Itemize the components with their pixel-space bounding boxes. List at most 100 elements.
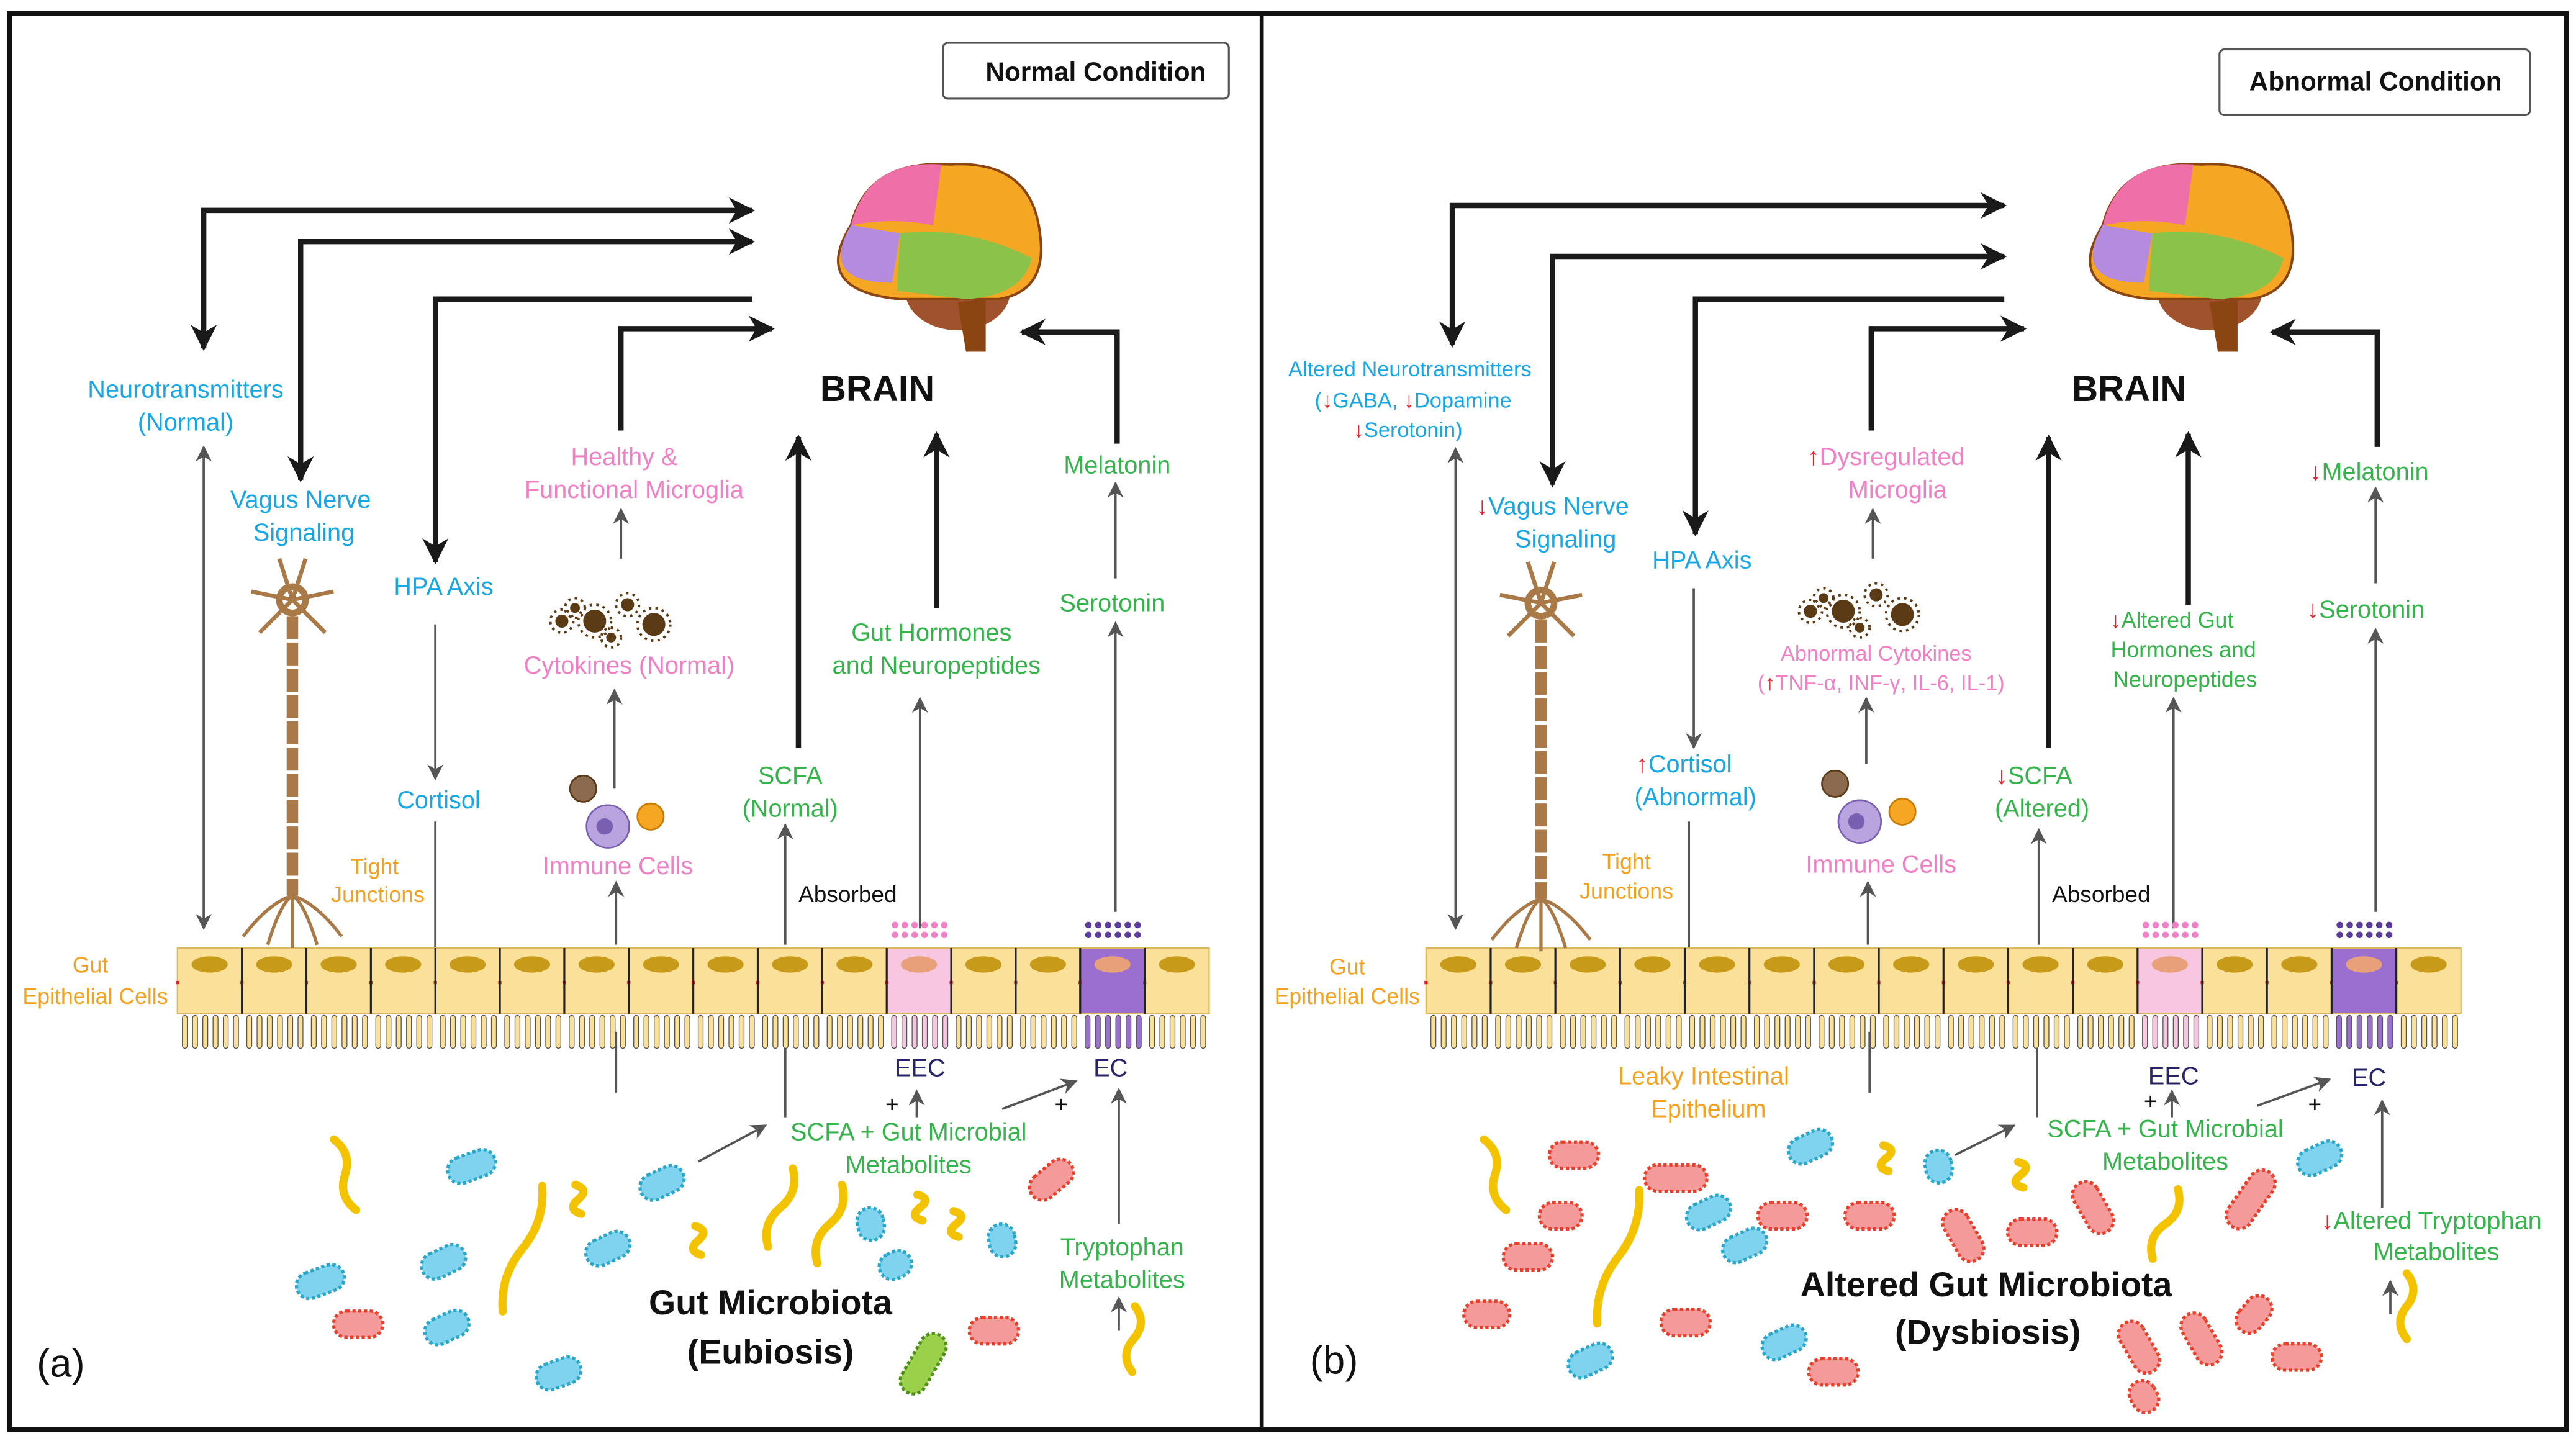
cytokines-label: Cytokines (Normal) bbox=[524, 652, 735, 679]
red-down-arrow-icon: ↓ bbox=[2307, 596, 2319, 623]
secretory-granule bbox=[2356, 931, 2363, 939]
cell-nucleus bbox=[2151, 956, 2189, 973]
cell-nucleus bbox=[1094, 956, 1131, 973]
vagus-neuron-icon bbox=[1490, 561, 1592, 952]
pathway-arrows bbox=[1439, 192, 2398, 1315]
microvillus bbox=[2356, 1014, 2363, 1049]
microvillus bbox=[1828, 1014, 1835, 1049]
secretory-granule bbox=[2192, 931, 2199, 939]
bacterium bbox=[332, 1309, 385, 1339]
microvillus bbox=[803, 1014, 809, 1049]
cell-nucleus bbox=[2022, 956, 2059, 973]
brain-icon bbox=[837, 163, 1042, 352]
microvillus bbox=[1624, 1014, 1630, 1049]
secretory-granule bbox=[2336, 931, 2343, 939]
secretory-granule bbox=[2385, 921, 2393, 929]
microvillus bbox=[921, 1014, 928, 1049]
microvillus bbox=[2227, 1014, 2233, 1049]
bacterium-spirillum bbox=[1876, 1141, 1896, 1176]
bacterium bbox=[2296, 1139, 2344, 1178]
microvillus bbox=[1720, 1014, 1726, 1049]
microvillus bbox=[1893, 1014, 1900, 1049]
cytokine bbox=[1804, 604, 1817, 618]
red-down-arrow-icon: ↓ bbox=[1476, 492, 1488, 520]
stimulation-sign: + bbox=[2308, 1091, 2321, 1118]
bacterium bbox=[1756, 1201, 1809, 1231]
microvillus bbox=[1591, 1014, 1597, 1049]
secretory-granule bbox=[1105, 931, 1112, 939]
microvillus bbox=[1883, 1014, 1889, 1049]
microvillus bbox=[697, 1014, 704, 1049]
cytokine bbox=[1891, 603, 1914, 626]
dendrite bbox=[251, 589, 293, 602]
condition-label: Normal Condition bbox=[985, 57, 1206, 86]
stimulation-sign: + bbox=[885, 1091, 899, 1118]
bacterium-spirillum bbox=[689, 1222, 708, 1259]
microvillus bbox=[222, 1014, 229, 1049]
microvillus bbox=[514, 1014, 521, 1049]
cytokine bbox=[1855, 623, 1865, 633]
cytokine-spikes bbox=[636, 607, 672, 643]
bacterium bbox=[1547, 1140, 1601, 1170]
melatonin-label: Melatonin bbox=[1064, 451, 1170, 479]
cell-nucleus bbox=[1763, 956, 1800, 973]
microvillus bbox=[1495, 1014, 1501, 1049]
secretory-granule bbox=[911, 921, 918, 929]
microvillus bbox=[1190, 1014, 1196, 1049]
microvillus bbox=[1999, 1014, 2005, 1049]
cell-nucleus bbox=[707, 956, 744, 973]
secretory-granule bbox=[2346, 921, 2353, 929]
microvillus bbox=[2128, 1014, 2135, 1049]
microvillus bbox=[837, 1014, 843, 1049]
microvillus bbox=[1948, 1014, 1954, 1049]
bacterium-spirillum bbox=[762, 1164, 798, 1251]
microvillus bbox=[1709, 1014, 1716, 1049]
microvillus bbox=[620, 1014, 626, 1049]
cytokine-icon bbox=[549, 592, 672, 649]
microvillus bbox=[1924, 1014, 1930, 1049]
cytokine bbox=[642, 613, 666, 636]
microvillus bbox=[2282, 1014, 2288, 1049]
bacterium bbox=[987, 1222, 1018, 1258]
microvillus bbox=[2346, 1014, 2352, 1049]
panel-a: Normal Condition BRAIN bbox=[22, 42, 1230, 1396]
red-down-arrow-icon: ↓ bbox=[2110, 608, 2122, 633]
bacterium-spirillum bbox=[811, 1180, 848, 1268]
microvillus bbox=[2162, 1014, 2169, 1049]
bacterium-spirillum bbox=[1122, 1302, 1146, 1376]
microvillus bbox=[1795, 1014, 1801, 1049]
eec-label: EEC bbox=[895, 1054, 946, 1082]
microvillus bbox=[847, 1014, 853, 1049]
microvillus bbox=[826, 1014, 833, 1049]
cell-nucleus bbox=[2346, 956, 2382, 973]
cell-nucleus bbox=[1893, 956, 1930, 973]
microvillus bbox=[1989, 1014, 1995, 1049]
microvillus bbox=[1645, 1014, 1651, 1049]
condition-box bbox=[942, 42, 1230, 100]
secretory-granule bbox=[2346, 931, 2353, 939]
microvillus bbox=[2152, 1014, 2158, 1049]
cytokine bbox=[1869, 588, 1883, 602]
bacteria-icon bbox=[294, 1135, 1146, 1396]
microvillus bbox=[2142, 1014, 2148, 1049]
microvillus bbox=[986, 1014, 993, 1049]
secretory-granule bbox=[902, 931, 908, 939]
secretory-granule bbox=[1114, 921, 1121, 929]
secretory-granule bbox=[2385, 931, 2393, 939]
dendrite bbox=[292, 589, 334, 602]
neurotransmitters-label: Neurotransmitters(Normal) bbox=[88, 376, 283, 436]
secretory-granule bbox=[2162, 931, 2169, 939]
cell-nucleus bbox=[1029, 956, 1066, 973]
dendrite bbox=[291, 598, 327, 635]
secretory-granule bbox=[902, 921, 908, 929]
microvillus bbox=[1570, 1014, 1576, 1049]
microvillus bbox=[867, 1014, 874, 1049]
microvillus bbox=[341, 1014, 348, 1049]
secretory-granule bbox=[1095, 921, 1102, 929]
dendrite bbox=[258, 598, 294, 635]
microvillus bbox=[1774, 1014, 1781, 1049]
